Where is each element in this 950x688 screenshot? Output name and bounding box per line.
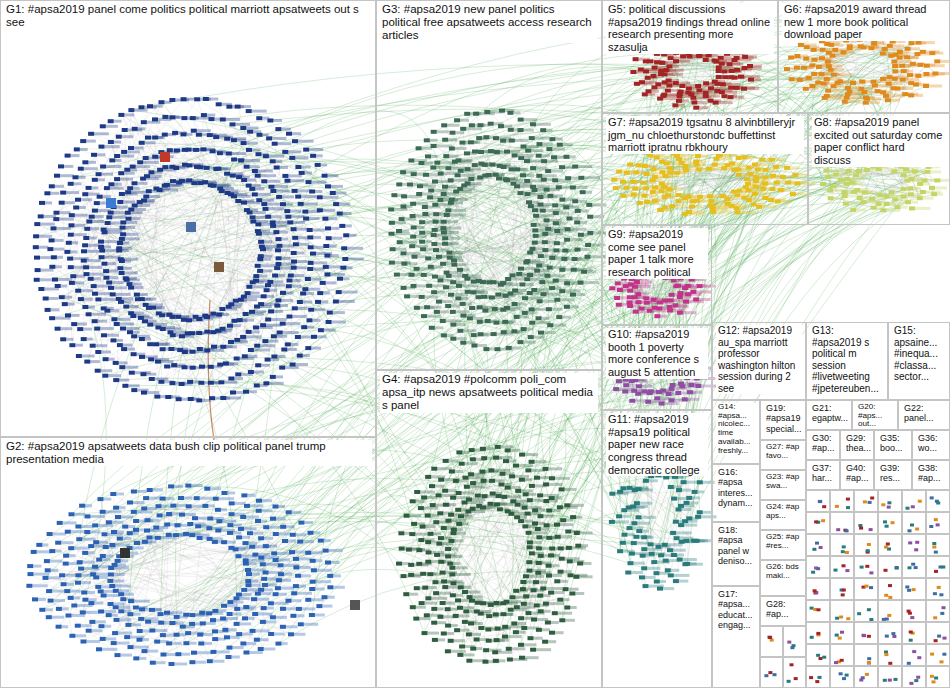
network-graph: G1: #apsa2019 panel come politics politi… — [0, 0, 950, 688]
